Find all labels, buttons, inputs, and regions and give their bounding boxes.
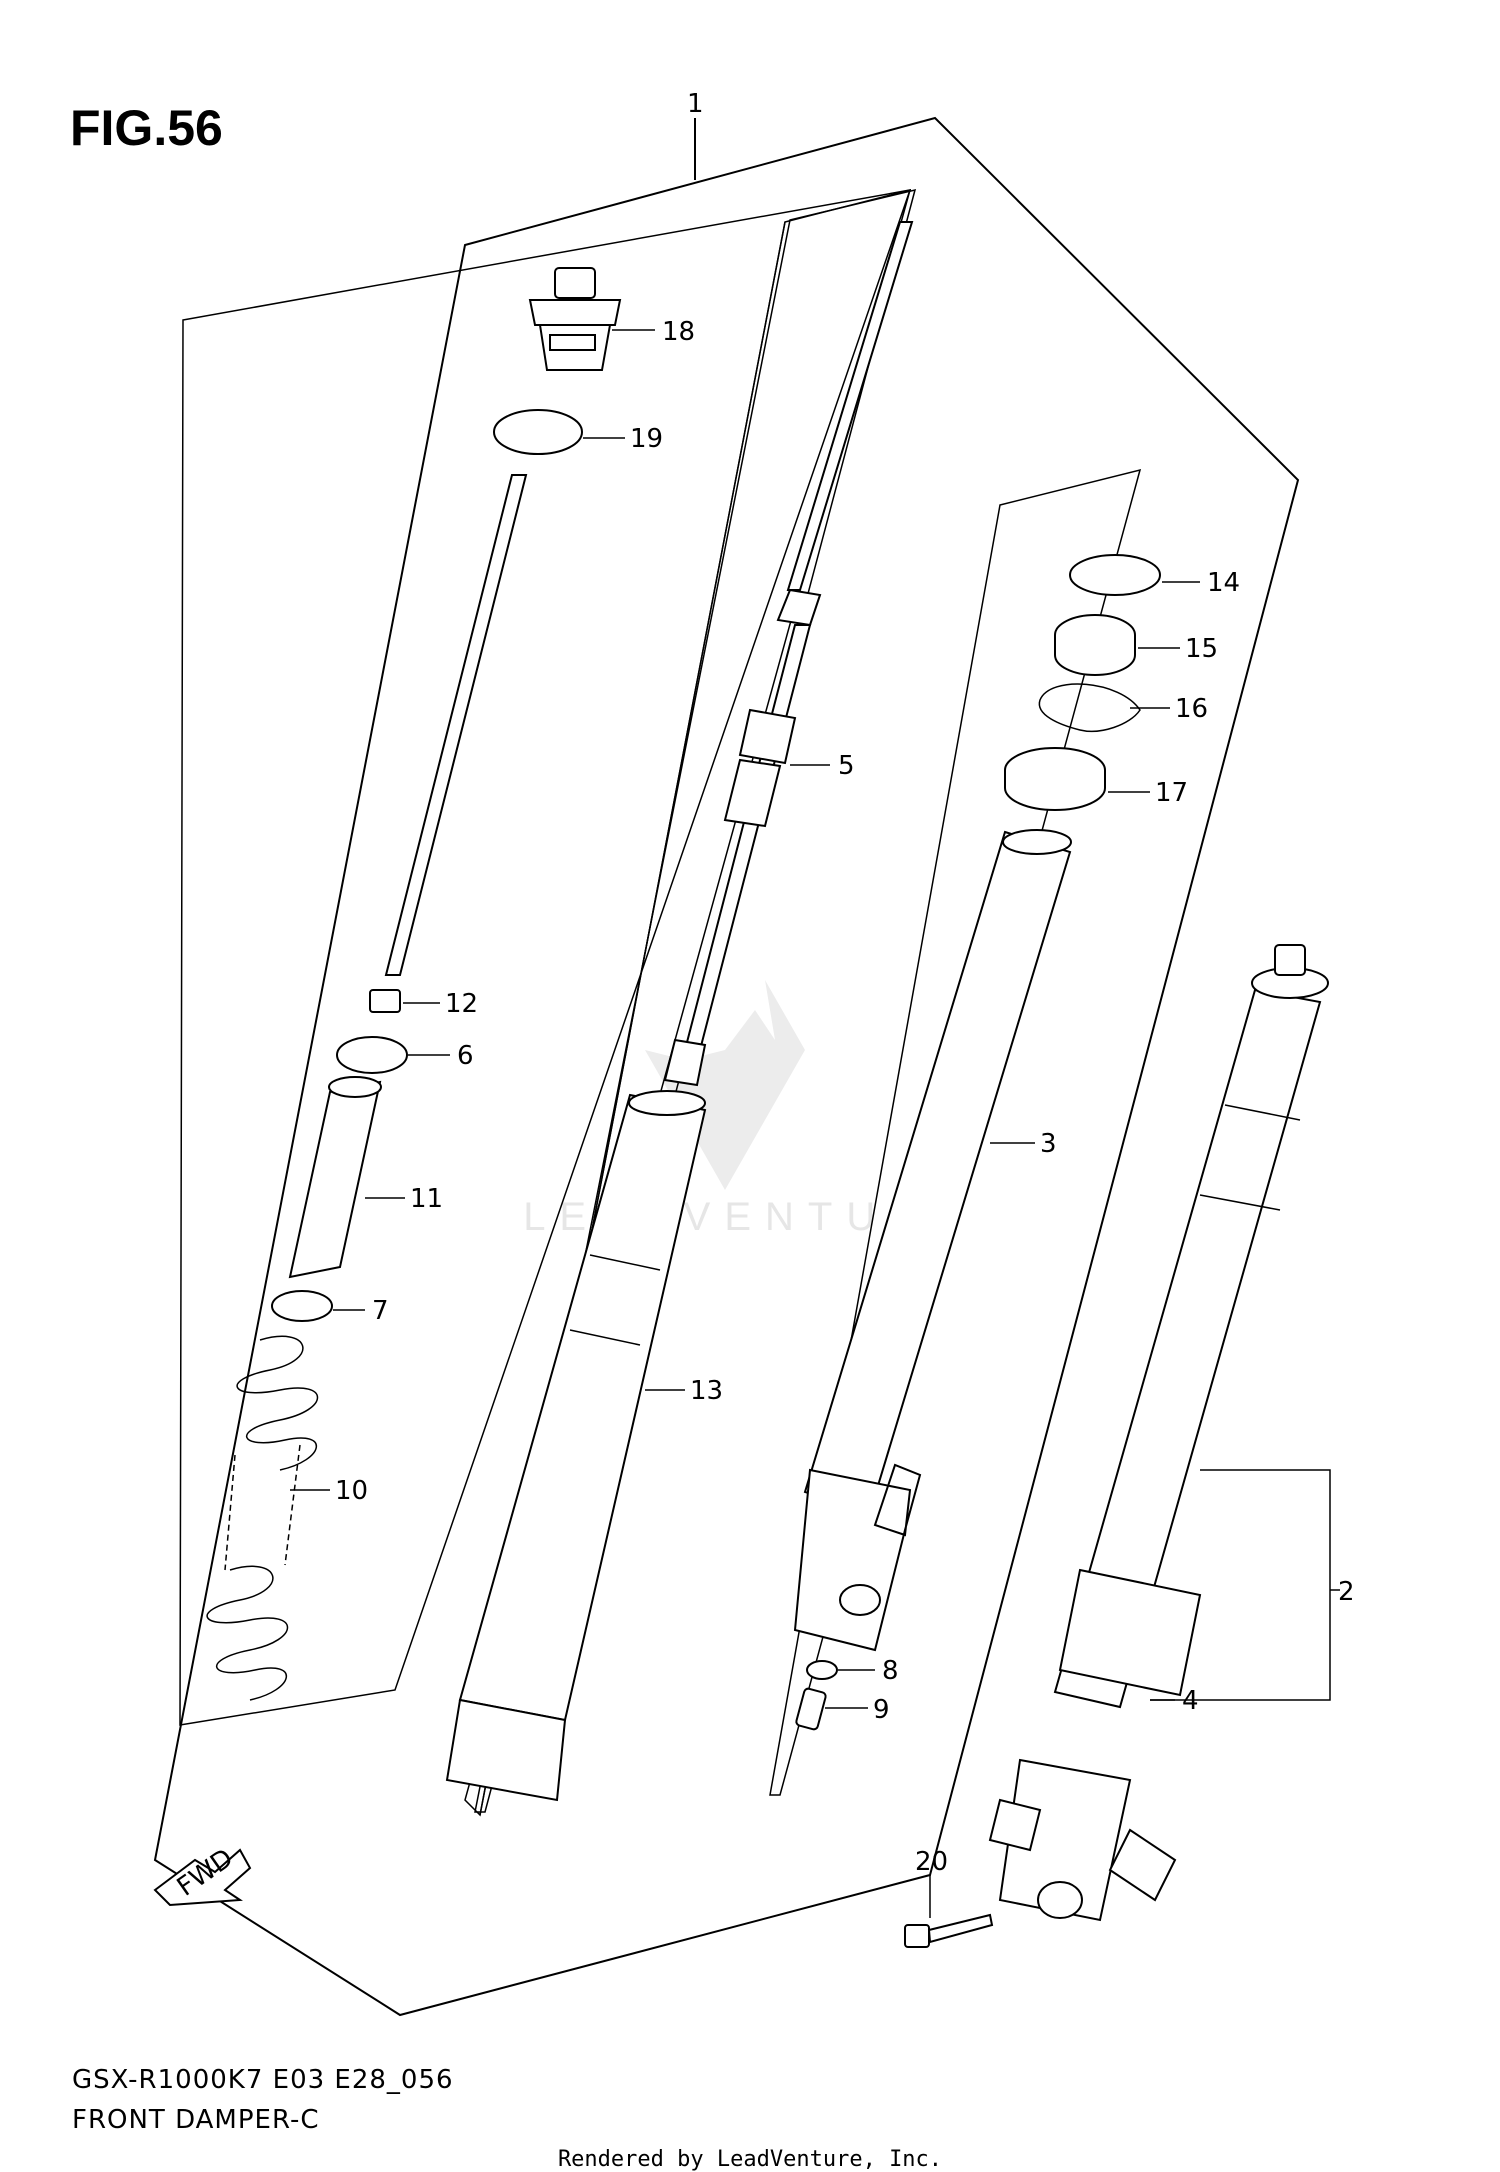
spacer-rod [384, 474, 528, 976]
model-code: GSX-R1000K7 E03 E28_056 [72, 2065, 454, 2095]
part-10-spring [206, 1335, 319, 1701]
callout-8: 8 [882, 1656, 899, 1686]
part-2-fork-leg [1053, 944, 1329, 1709]
callout-11: 11 [410, 1184, 443, 1214]
part-12-nut [369, 989, 401, 1013]
callout-16: 16 [1175, 694, 1208, 724]
callout-9: 9 [873, 1695, 890, 1725]
callout-18: 18 [662, 317, 695, 347]
part-4-outer-tube [988, 1758, 1177, 1922]
part-15-dust-seal [1054, 614, 1136, 676]
callout-20: 20 [915, 1847, 948, 1877]
callout-17: 17 [1155, 778, 1188, 808]
callout-12: 12 [445, 989, 478, 1019]
callout-2: 2 [1338, 1577, 1355, 1607]
panel-spring [179, 189, 912, 1726]
part-11-spacer-tube [288, 1076, 382, 1279]
part-13-inner-tube [445, 1090, 707, 1802]
callout-15: 15 [1185, 634, 1218, 664]
figure-title: FIG.56 [70, 100, 223, 156]
callout-1: 1 [687, 89, 704, 119]
callout-14: 14 [1207, 568, 1240, 598]
part-20-bolt [904, 1913, 994, 1948]
part-3-outer-tube [793, 829, 1072, 1652]
render-credit: Rendered by LeadVenture, Inc. [558, 2147, 942, 2172]
callout-7: 7 [372, 1296, 389, 1326]
part-17-oil-seal [1004, 747, 1106, 811]
callout-19: 19 [630, 424, 663, 454]
part-6-washer [336, 1036, 408, 1074]
callout-5: 5 [838, 751, 855, 781]
part-16-clip [1038, 683, 1141, 732]
callout-3: 3 [1040, 1129, 1057, 1159]
callout-6: 6 [457, 1041, 474, 1071]
figure-subtitle: FRONT DAMPER-C [72, 2105, 320, 2135]
callout-labels: 1 2 3 4 5 6 7 8 9 10 11 12 13 14 15 16 1… [335, 89, 1355, 1877]
part-18-adjuster-cap [528, 267, 622, 371]
part-5-cartridge [663, 221, 914, 1087]
bracket-2 [1150, 1469, 1331, 1701]
callout-4: 4 [1182, 1686, 1199, 1716]
part-9-bolt [795, 1687, 827, 1731]
fwd-arrow-icon: FWD [153, 1843, 252, 1907]
callout-13: 13 [690, 1376, 723, 1406]
callout-10: 10 [335, 1476, 368, 1506]
part-19-o-ring [493, 409, 583, 455]
part-8-washer [806, 1660, 838, 1680]
part-14-seal-ring [1069, 554, 1161, 596]
part-7-ring [271, 1290, 333, 1322]
